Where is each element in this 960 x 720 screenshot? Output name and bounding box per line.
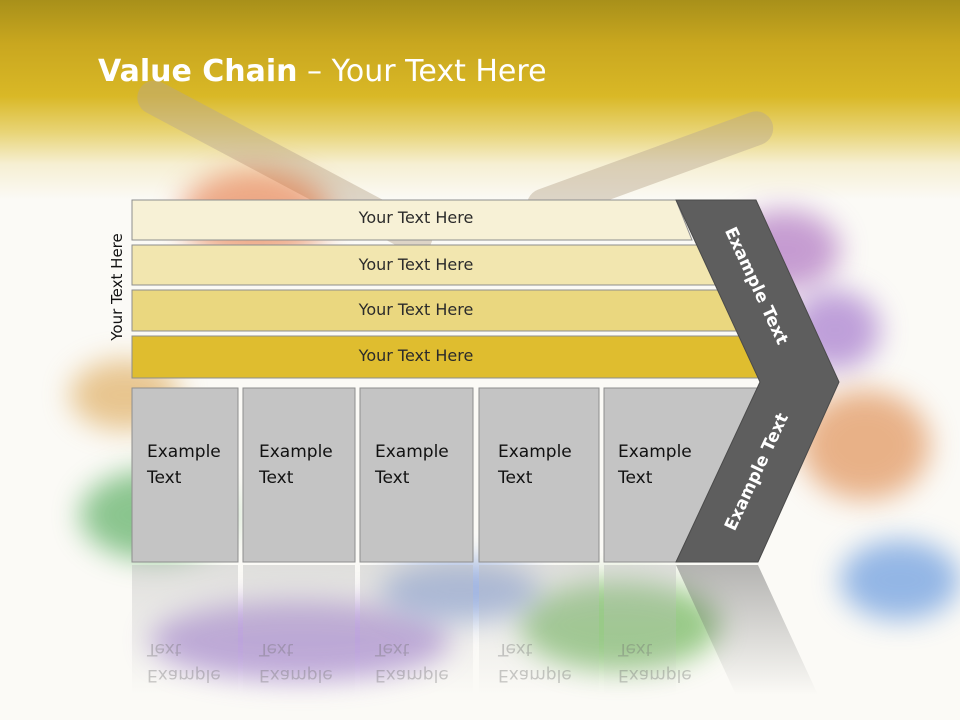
box-3-reflection-line2: Text [375, 639, 410, 659]
box-5-reflection-line1: Example [618, 665, 692, 685]
bar-2-label: Your Text Here [358, 255, 474, 274]
box-3-reflection-line1: Example [375, 665, 449, 685]
box-2-line2: Text [259, 468, 294, 488]
box-1-reflection [132, 565, 238, 695]
chevron-reflection [676, 565, 818, 695]
slide-title: Value Chain – Your Text Here [98, 54, 547, 89]
box-2-label: Example Text [259, 439, 333, 491]
box-4-reflection-line2: Text [498, 639, 533, 659]
box-5-reflection-line2: Text [618, 639, 653, 659]
box-5-line1: Example [618, 442, 692, 462]
box-5-line2: Text [618, 468, 653, 488]
bar-4-label: Your Text Here [358, 346, 474, 365]
box-3-reflection-label: Example Text [375, 636, 449, 688]
box-2-reflection-line2: Text [259, 639, 294, 659]
box-5-reflection [604, 565, 676, 695]
box-2-reflection-label: Example Text [259, 636, 333, 688]
box-2 [242, 387, 356, 563]
box-3 [359, 387, 474, 563]
chevron-arrow [675, 199, 840, 563]
box-4-reflection-label: Example Text [498, 636, 572, 688]
box-4-line1: Example [498, 442, 572, 462]
box-1-reflection-label: Example Text [147, 636, 221, 688]
box-1 [131, 387, 239, 563]
box-2-reflection [243, 565, 355, 695]
box-3-line1: Example [375, 442, 449, 462]
box-4-line2: Text [498, 468, 533, 488]
box-1-reflection-line1: Example [147, 665, 221, 685]
bar-1-label: Your Text Here [358, 208, 474, 227]
box-4-reflection [479, 565, 599, 695]
box-1-reflection-line2: Text [147, 639, 182, 659]
box-5-label: Example Text [618, 439, 692, 491]
box-2-line1: Example [259, 442, 333, 462]
box-3-line2: Text [375, 468, 410, 488]
box-4-label: Example Text [498, 439, 572, 491]
bar-1 [131, 199, 693, 241]
box-2-reflection-line1: Example [259, 665, 333, 685]
box-1-line1: Example [147, 442, 221, 462]
box-1-label: Example Text [147, 439, 221, 491]
title-bold: Value Chain [98, 54, 298, 89]
box-1-line2: Text [147, 468, 182, 488]
box-3-reflection [360, 565, 473, 695]
box-3-label: Example Text [375, 439, 449, 491]
header-band [0, 0, 960, 200]
bar-3-label: Your Text Here [358, 300, 474, 319]
box-4 [478, 387, 600, 563]
box-4-reflection-line1: Example [498, 665, 572, 685]
box-5-reflection-label: Example Text [618, 636, 692, 688]
title-rest: – Your Text Here [297, 54, 547, 89]
